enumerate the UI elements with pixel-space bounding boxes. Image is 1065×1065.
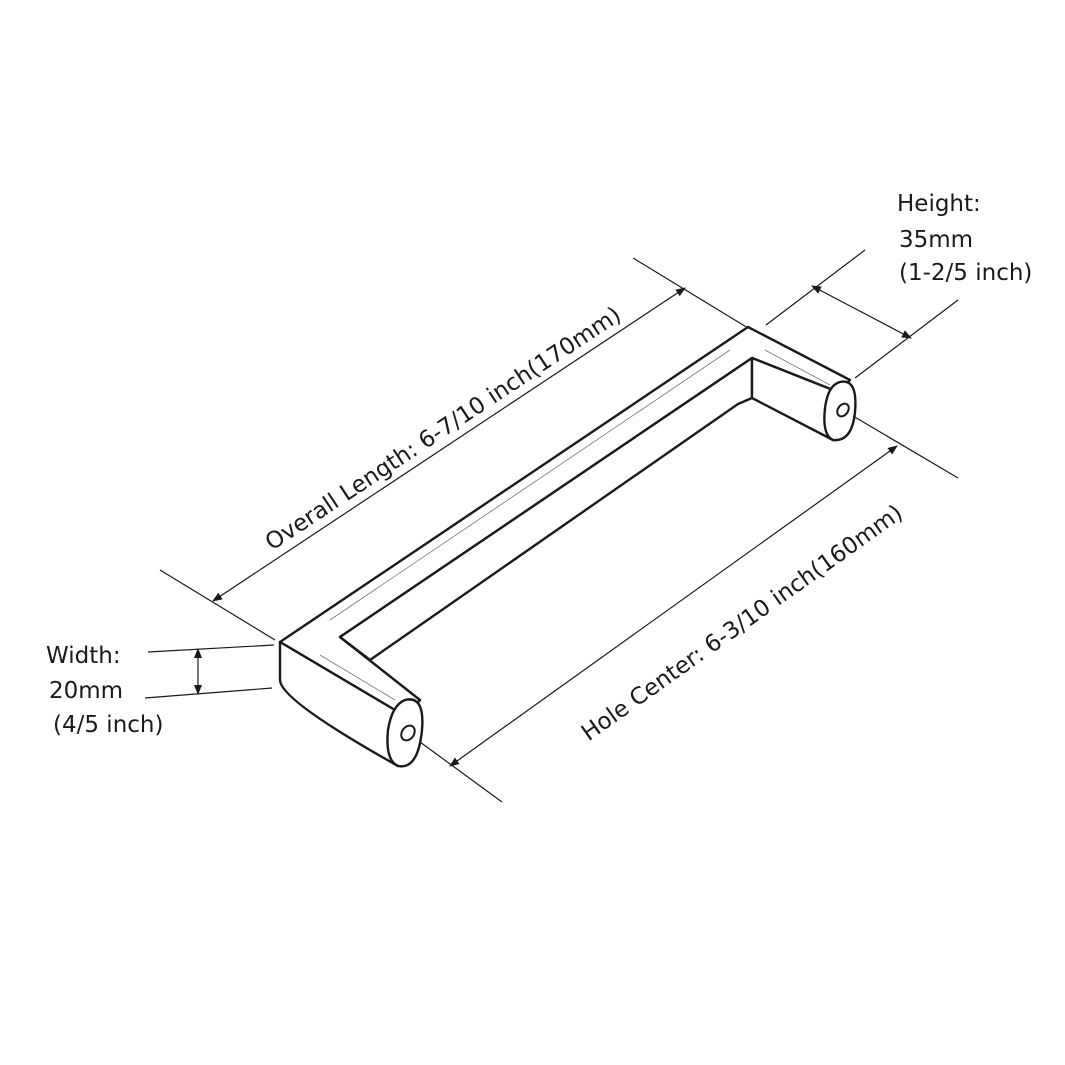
dimension-lines [194,285,912,767]
bar-pull-handle [278,325,857,768]
width-ext-bottom [144,687,273,699]
hole-center-dim-line [449,445,898,767]
overall-ext-left [159,569,276,641]
height-ext-bottom [854,299,959,379]
height-dim-line [811,285,912,339]
handle-front-face [338,356,754,662]
left-leg-end [386,698,424,768]
width-ext-top [147,644,275,653]
width-metric: 20mm [49,678,124,704]
right-leg-end [823,380,857,442]
hole-ext-left [419,741,503,803]
overall-length-dim-line [212,287,686,602]
width-imperial: (4/5 inch) [53,712,164,738]
overall-ext-right [632,257,749,329]
left-screw-hole [400,724,416,742]
hole-ext-right [852,415,959,479]
height-metric: 35mm [899,227,974,253]
height-imperial: (1-2/5 inch) [899,260,1033,286]
right-screw-hole [836,402,850,418]
width-label: Width: [46,643,121,669]
screw-holes [400,402,850,742]
height-label: Height: [897,191,981,217]
handle-highlights [319,349,831,701]
